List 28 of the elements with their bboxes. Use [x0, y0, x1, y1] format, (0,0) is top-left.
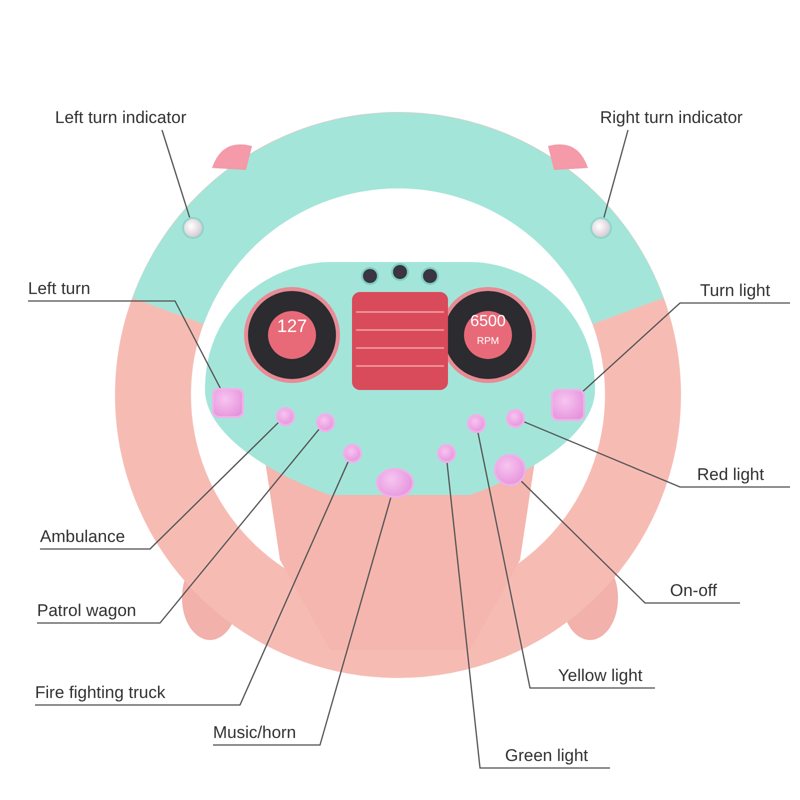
- callout-label: Fire fighting truck: [35, 683, 166, 702]
- leader-line: [37, 428, 320, 624]
- square-button: [551, 389, 585, 421]
- leader-line: [35, 461, 349, 706]
- leader-line: [446, 462, 610, 769]
- gauge-reading: 6500: [469, 314, 507, 330]
- leader-line: [520, 480, 740, 604]
- callout-label: On-off: [670, 581, 717, 600]
- callout-label: Patrol wagon: [37, 601, 136, 620]
- leader-line: [28, 300, 222, 390]
- leader-line: [40, 422, 279, 550]
- callout-label: Left turn: [28, 279, 90, 298]
- callout-label: Red light: [697, 465, 764, 484]
- square-button: [212, 388, 244, 418]
- callout-label: Music/horn: [213, 723, 296, 742]
- leader-line: [477, 432, 655, 689]
- leader-line: [213, 497, 392, 746]
- callout-label: Green light: [505, 746, 588, 765]
- leader-line: [603, 130, 629, 218]
- callout-label: Ambulance: [40, 527, 126, 546]
- callout-label: Turn light: [700, 281, 770, 300]
- leader-line: [524, 421, 790, 488]
- callout-label: Yellow light: [558, 666, 642, 685]
- callout-label: Left turn indicator: [55, 108, 186, 127]
- gauge-reading: RPM: [476, 337, 500, 347]
- callout-label: Right turn indicator: [600, 108, 743, 127]
- leader-line: [161, 130, 190, 218]
- gauge-reading: 127: [276, 317, 308, 335]
